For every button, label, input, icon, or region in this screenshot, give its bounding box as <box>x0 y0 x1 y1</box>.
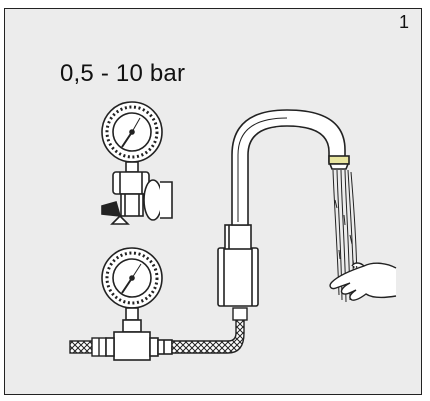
hand-icon <box>329 262 397 301</box>
tee-fitting-icon <box>105 331 173 361</box>
braided-hose-icon <box>171 307 248 354</box>
pressure-gauge-icon <box>101 101 163 173</box>
instruction-panel <box>4 8 422 395</box>
step-number: 1 <box>399 12 410 32</box>
braided-hose-icon <box>69 337 107 357</box>
pressure-gauge-icon <box>101 247 163 333</box>
faucet-icon <box>217 109 350 307</box>
angle-valve-icon <box>101 171 173 225</box>
pressure-range-label: 0,5 - 10 bar <box>60 60 186 87</box>
